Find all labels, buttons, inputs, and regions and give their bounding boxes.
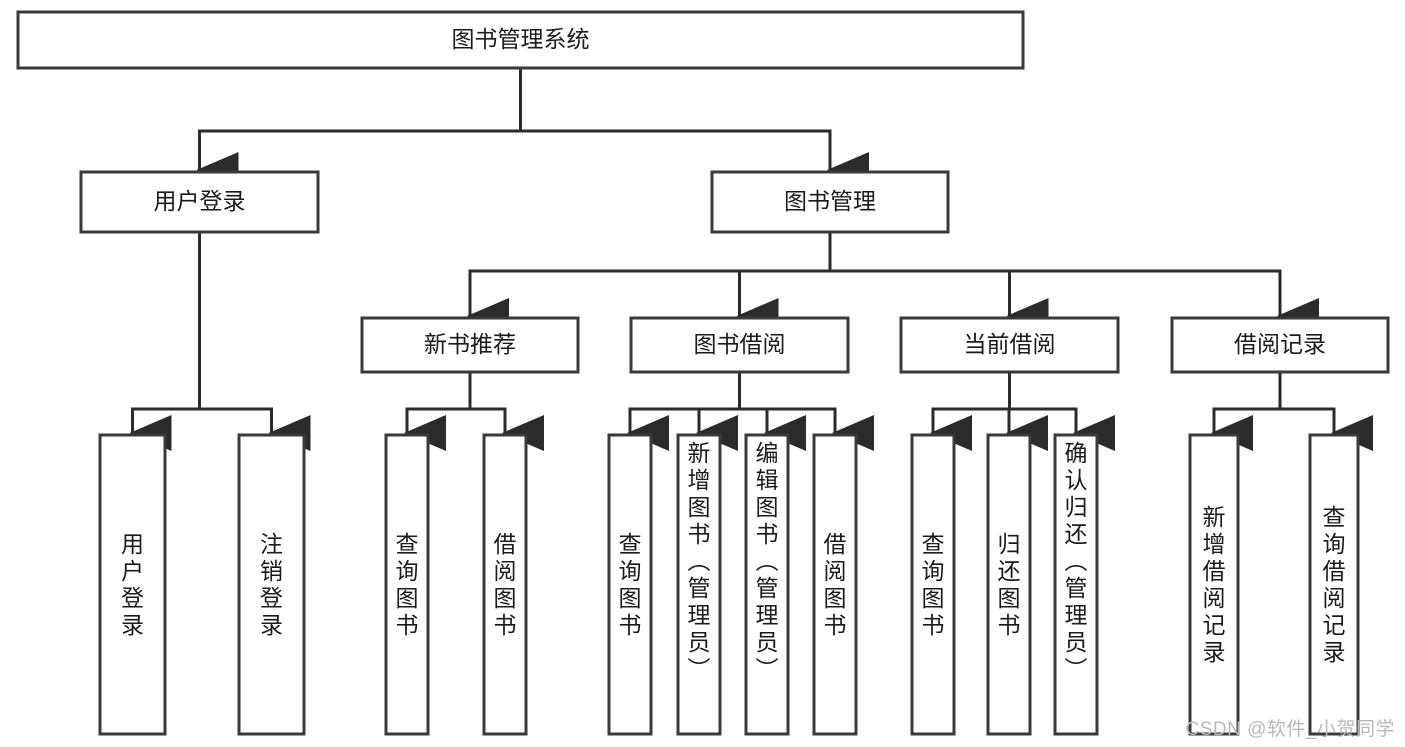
node-label-user-login: 用户登录 [154, 188, 246, 214]
connector-lines [129, 66, 1373, 451]
node-box-user-login [79, 170, 320, 234]
node-label-br-add-record: 新增借阅记录 [1203, 504, 1226, 665]
node-borrow-record[interactable]: 借阅记录 [1170, 316, 1390, 374]
node-label-cb-return-book: 归还图书 [998, 531, 1021, 638]
node-box-br-add-record [1188, 433, 1240, 736]
node-box-borrow-record [1170, 316, 1390, 374]
node-label-current-borrow: 当前借阅 [964, 331, 1056, 357]
node-bb-query-book[interactable]: 查询图书 [607, 433, 653, 736]
node-cb-query-book[interactable]: 查询图书 [910, 433, 956, 736]
node-box-bb-borrow-book [812, 433, 858, 736]
node-label-bb-query-book: 查询图书 [619, 531, 642, 638]
node-label-user-login-leaf: 用户登录 [121, 531, 144, 638]
node-box-user-login-leaf [98, 433, 167, 736]
node-cb-confirm-return[interactable]: 确认归还︵管理员︶ [1053, 433, 1099, 736]
node-label-user-logout-leaf: 注销登录 [260, 531, 283, 638]
node-book-manage[interactable]: 图书管理 [710, 170, 950, 234]
node-label-new-book-rec: 新书推荐 [424, 331, 516, 357]
node-box-cb-query-book [910, 433, 956, 736]
node-user-login[interactable]: 用户登录 [79, 170, 320, 234]
node-label-bb-borrow-book: 借阅图书 [824, 531, 847, 638]
node-book-borrow[interactable]: 图书借阅 [629, 316, 850, 374]
node-label-cb-query-book: 查询图书 [922, 531, 945, 638]
node-nbr-borrow-book[interactable]: 借阅图书 [482, 433, 528, 736]
watermark-label: CSDN @软件_小贺同学 [1185, 719, 1395, 740]
node-cb-return-book[interactable]: 归还图书 [986, 433, 1032, 736]
node-user-logout-leaf[interactable]: 注销登录 [237, 433, 306, 736]
node-label-root: 图书管理系统 [452, 26, 590, 52]
node-label-nbr-query-book: 查询图书 [396, 531, 419, 638]
node-new-book-rec[interactable]: 新书推荐 [360, 316, 580, 374]
node-label-book-borrow: 图书借阅 [694, 331, 786, 357]
node-bb-add-book[interactable]: 新增图书︵管理员︶ [676, 433, 722, 736]
node-box-nbr-query-book [384, 433, 430, 736]
node-label-nbr-borrow-book: 借阅图书 [494, 531, 517, 638]
node-box-book-manage [710, 170, 950, 234]
node-box-cb-confirm-return [1053, 433, 1099, 736]
node-br-query-record[interactable]: 查询借阅记录 [1308, 433, 1360, 736]
node-label-cb-confirm-return: 确认归还︵管理员︶ [1065, 440, 1088, 682]
node-current-borrow[interactable]: 当前借阅 [899, 316, 1120, 374]
node-box-new-book-rec [360, 316, 580, 374]
node-label-br-query-record: 查询借阅记录 [1323, 504, 1346, 665]
node-box-bb-query-book [607, 433, 653, 736]
node-label-book-manage: 图书管理 [784, 188, 876, 214]
node-label-bb-edit-book: 编辑图书︵管理员︶ [756, 440, 779, 682]
node-bb-edit-book[interactable]: 编辑图书︵管理员︶ [744, 433, 790, 736]
node-box-user-logout-leaf [237, 433, 306, 736]
node-boxes: 图书管理系统用户登录图书管理用户登录注销登录新书推荐图书借阅当前借阅借阅记录查询… [16, 10, 1390, 736]
node-bb-borrow-book[interactable]: 借阅图书 [812, 433, 858, 736]
node-user-login-leaf[interactable]: 用户登录 [98, 433, 167, 736]
node-box-cb-return-book [986, 433, 1032, 736]
node-box-book-borrow [629, 316, 850, 374]
node-root[interactable]: 图书管理系统 [16, 10, 1025, 70]
node-box-nbr-borrow-book [482, 433, 528, 736]
node-box-br-query-record [1308, 433, 1360, 736]
node-label-bb-add-book: 新增图书︵管理员︶ [688, 440, 711, 682]
node-nbr-query-book[interactable]: 查询图书 [384, 433, 430, 736]
node-box-current-borrow [899, 316, 1120, 374]
node-label-borrow-record: 借阅记录 [1234, 331, 1326, 357]
node-box-bb-edit-book [744, 433, 790, 736]
node-box-root [16, 10, 1025, 70]
node-box-bb-add-book [676, 433, 722, 736]
node-br-add-record[interactable]: 新增借阅记录 [1188, 433, 1240, 736]
